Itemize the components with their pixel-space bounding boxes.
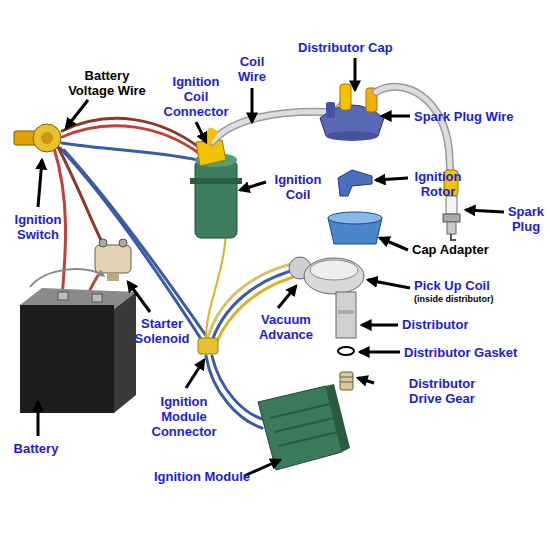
part-label: Distributor Gasket [404,345,544,360]
ignition-module [274,418,334,432]
leader-arrows [380,238,408,250]
leader-arrows [186,360,204,388]
leader-arrows [37,402,40,436]
part-label: Pick Up Coil [414,278,534,293]
wiring [62,143,198,160]
battery [114,292,136,413]
part-label: Battery [1,441,71,456]
part-label: Ignition Module Connector [148,394,220,439]
leader-arrows [251,88,254,122]
ignition-coil [195,160,237,238]
ignition-switch [33,124,61,152]
ignition-switch [14,124,61,152]
part-label: Distributor Cap [298,40,428,55]
leader-arrows [278,286,296,308]
leader-arrows [358,378,374,383]
wiring [212,356,266,420]
wiring [62,118,200,148]
part-label: Battery Voltage Wire [61,68,153,98]
part-label: Ignition Coil Connector [160,74,232,119]
drive-gear [340,372,353,390]
part-label: Ignition Switch [5,212,71,242]
leader-arrows [38,160,42,207]
distributor-gasket [338,347,354,355]
leader-arrows [240,182,266,190]
ignition-switch [41,132,53,144]
part-label: Ignition Module [154,469,294,484]
spark-plug [447,222,456,234]
leader-arrows [196,122,206,142]
part-label: Coil Wire [232,54,272,84]
ignition-rotor [338,170,372,196]
ignition-module [270,404,330,418]
leader-arrows [354,58,357,90]
part-label: (inside distributor) [414,294,544,305]
distributor-cap [340,84,351,110]
part-label: Ignition Rotor [407,169,469,199]
ignition-rotor [338,170,372,196]
battery [92,294,102,302]
leader-arrows [368,280,410,288]
distributor [336,292,356,338]
ignition-coil [190,178,242,184]
leader-arrows [382,115,410,118]
drive-gear [340,382,353,383]
leader-arrows [360,351,400,354]
battery [58,292,68,300]
wiring [198,338,218,354]
starter-solenoid [99,239,107,247]
cap-adapter [328,212,382,224]
starter-solenoid [95,245,131,273]
leader-arrows [466,210,504,212]
part-label: Ignition Coil [267,172,329,202]
battery [20,269,136,413]
distributor [304,258,364,294]
cap-adapter [328,212,382,244]
distributor [338,310,354,314]
starter-solenoid [119,239,127,247]
part-label: Distributor [402,317,522,332]
part-label: Cap Adapter [412,242,532,257]
part-label: Distributor Drive Gear [392,376,492,406]
distributor-gasket [338,347,354,355]
ignition-coil [190,140,242,238]
part-label: Starter Solenoid [131,316,193,346]
leader-arrows [376,178,408,180]
part-label: Spark Plug Wire [414,109,544,124]
spark-plug [443,196,460,240]
ignition-module [258,384,350,470]
leader-arrows [128,282,150,312]
starter-solenoid [107,273,119,281]
drive-gear [340,372,353,390]
drive-gear [340,377,353,378]
ignition-module [278,432,338,446]
distributor-cap [326,102,335,118]
leader-arrows [362,324,398,327]
distributor-cap [326,131,378,141]
spark-plug [443,214,460,222]
battery [30,269,104,287]
distributor [310,260,358,280]
leader-arrows [66,100,88,128]
spark-plug [451,234,456,240]
battery [20,305,114,413]
part-label: Vacuum Advance [254,312,318,342]
part-label: Spark Plug [504,204,548,234]
